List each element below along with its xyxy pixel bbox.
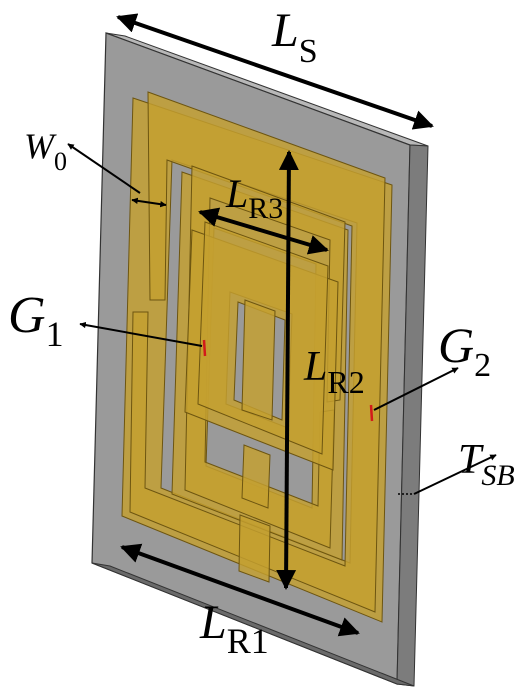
lower-stub bbox=[241, 444, 271, 509]
label-tsb: TSB bbox=[458, 437, 515, 492]
lower-stub-2 bbox=[238, 514, 271, 583]
center-bar bbox=[241, 299, 276, 421]
gap-marker-g1 bbox=[202, 339, 207, 357]
leader-arrows bbox=[67, 143, 497, 495]
g1-leader bbox=[79, 321, 203, 347]
label-lr2: LR2 bbox=[303, 344, 365, 400]
w0-width-arrow bbox=[131, 197, 167, 208]
w0-leader bbox=[67, 143, 141, 194]
g2-leader bbox=[373, 367, 459, 411]
label-lr1: LR1 bbox=[199, 596, 269, 661]
gap-marker-g2 bbox=[369, 404, 374, 422]
lr3-arrow bbox=[198, 207, 329, 255]
dimension-arrows bbox=[116, 13, 434, 637]
ls-arrow bbox=[116, 13, 434, 130]
tsb-leader bbox=[413, 454, 497, 495]
lr1-arrow bbox=[120, 543, 360, 637]
label-w0: W0 bbox=[24, 126, 67, 176]
label-lr3: LR3 bbox=[225, 171, 283, 225]
label-g2: G2 bbox=[438, 317, 491, 384]
label-g1: G1 bbox=[8, 287, 64, 354]
label-ls: LS bbox=[271, 4, 318, 70]
